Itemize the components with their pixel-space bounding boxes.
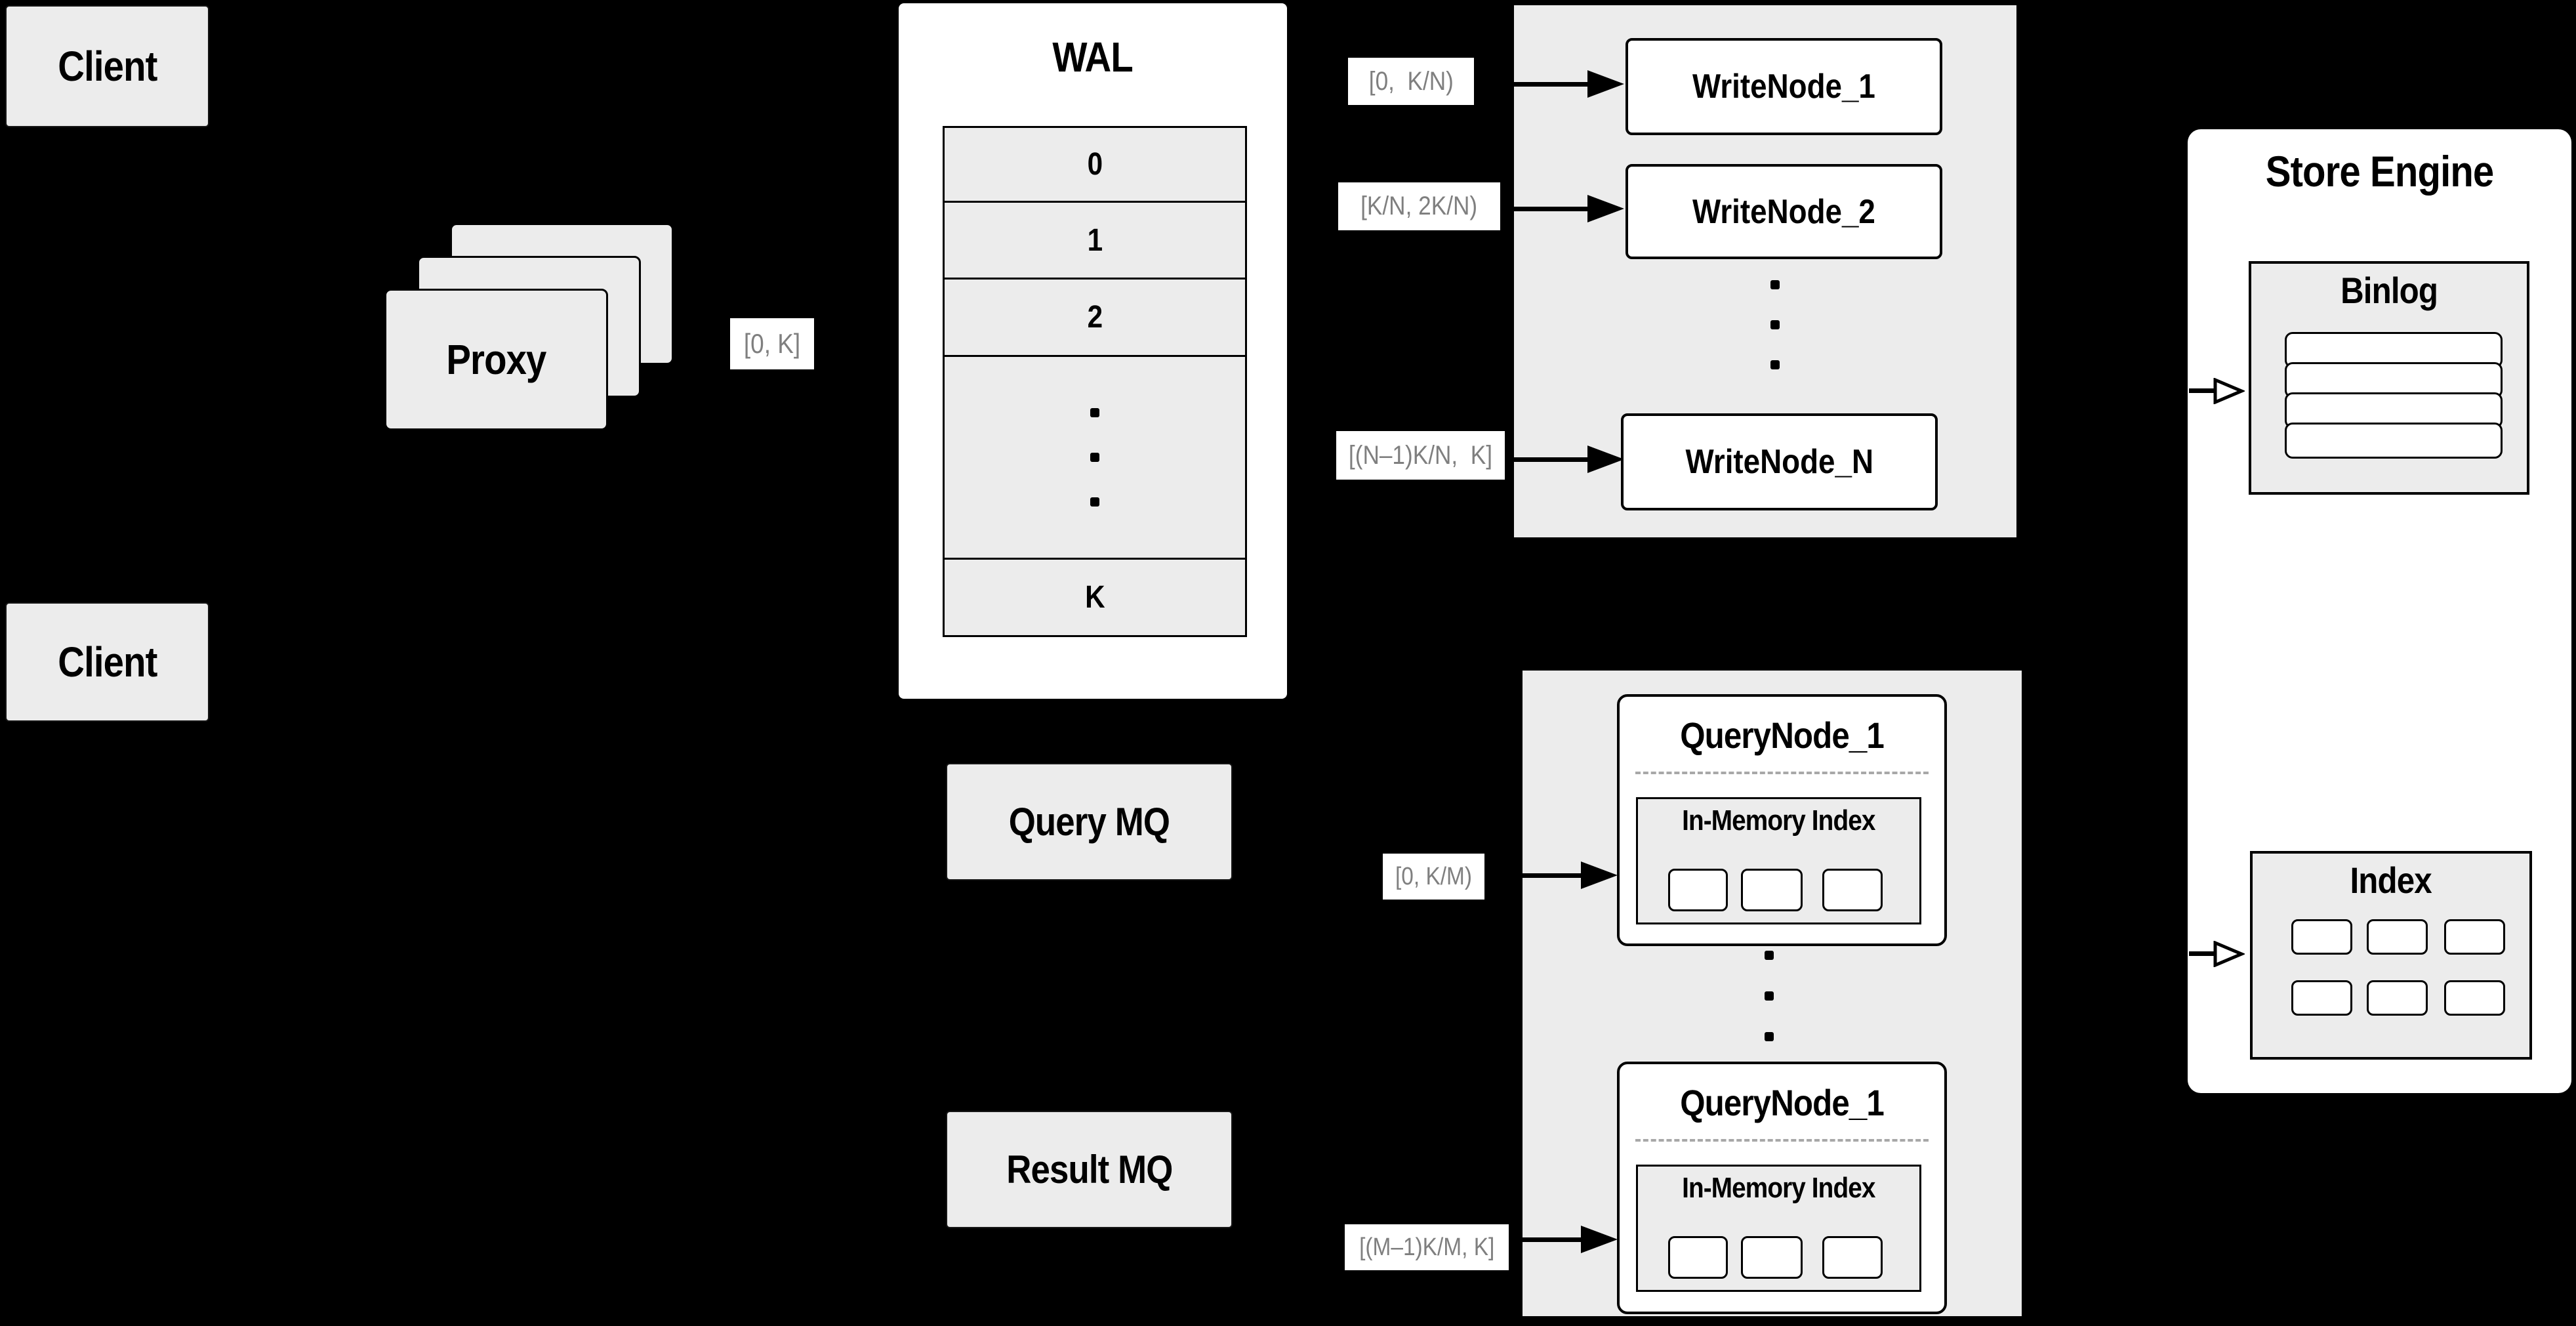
in-memory-index-title: In-Memory Index [1682,1172,1875,1204]
index-cell [2444,980,2505,1016]
vertical-ellipsis-icon [1770,280,1780,369]
vertical-ellipsis-icon [1765,951,1774,1041]
index-cell [2291,919,2352,955]
writenode-n: WriteNode_N [1621,413,1938,510]
proxy-card-front: Proxy [384,289,608,430]
segment-cell [1822,869,1883,911]
arrowhead-icon [1581,861,1618,889]
writenode-1: WriteNode_1 [1625,38,1942,135]
querynode-title: QueryNode_1 [1680,1082,1885,1123]
index-title: Index [2350,860,2432,901]
client-box-top: Client [5,5,209,127]
in-memory-index-box: In-Memory Index [1636,797,1921,924]
wal-table: 0 1 2 K [943,126,1247,637]
querynode-title: QueryNode_1 [1680,715,1885,756]
arrowhead-icon [1587,445,1624,473]
index-cell [2444,919,2505,955]
arrow-to-querynode-1 [1523,873,1583,878]
index-cell [2291,980,2352,1016]
binlog-row [2285,423,2503,459]
binlog-row [2285,332,2503,368]
result-mq-box: Result MQ [946,1111,1233,1228]
segment-cell [1668,1236,1728,1279]
open-arrowhead-icon [2213,941,2245,967]
segment-cell [1822,1236,1883,1279]
write-range-label-2: [K/N, 2K/N) [1338,182,1500,230]
client-box-bottom: Client [5,602,209,722]
dashed-divider [1635,1139,1929,1142]
arrow-to-writenode-1 [1514,82,1589,87]
client-label: Client [57,43,157,90]
binlog-title: Binlog [2340,270,2438,311]
write-range-label-3: [(N–1)K/N, K] [1336,431,1505,480]
segment-cell [1741,1236,1803,1279]
querynode-box-2: QueryNode_1 In-Memory Index [1617,1062,1947,1314]
wal-cell: 2 [945,280,1245,357]
wal-title: WAL [1052,33,1134,81]
segment-cell [1741,869,1803,911]
query-range-label-2: [(M–1)K/M, K] [1345,1224,1509,1270]
proxy-range-label: [0, K] [730,318,814,369]
arrow-to-binlog [2189,388,2215,393]
index-cell [2367,980,2428,1016]
in-memory-index-box: In-Memory Index [1636,1165,1921,1292]
index-cell [2367,919,2428,955]
vertical-ellipsis-icon [1090,408,1099,507]
proxy-label: Proxy [446,336,546,383]
wal-cell: 1 [945,203,1245,280]
store-engine-box: Store Engine Binlog Index [2188,129,2571,1093]
binlog-row [2285,392,2503,428]
arrow-to-writenode-2 [1514,207,1589,211]
querynode-box-1: QueryNode_1 In-Memory Index [1617,694,1947,946]
arrow-to-querynode-2 [1523,1237,1583,1242]
arrowhead-icon [1587,70,1624,98]
wal-cell: K [945,560,1245,635]
arrowhead-icon [1587,195,1624,222]
store-engine-title: Store Engine [2265,147,2495,196]
dashed-divider [1635,772,1929,774]
write-range-label-1: [0, K/N) [1348,58,1474,105]
index-box: Index [2250,851,2532,1060]
binlog-box: Binlog [2249,261,2529,495]
arrow-to-writenode-n [1514,457,1589,462]
in-memory-index-title: In-Memory Index [1682,804,1875,837]
wal-cell-ellipsis [945,357,1245,560]
open-arrowhead-icon [2213,378,2245,404]
arrowhead-icon [1581,1226,1618,1253]
query-mq-box: Query MQ [946,763,1233,881]
wal-cell: 0 [945,128,1245,203]
query-range-label-1: [0, K/M) [1383,854,1484,900]
arrow-to-index [2189,951,2215,956]
writenode-2: WriteNode_2 [1625,164,1942,259]
segment-cell [1668,869,1728,911]
wal-box: WAL 0 1 2 K [899,3,1287,699]
client-label: Client [57,638,157,686]
